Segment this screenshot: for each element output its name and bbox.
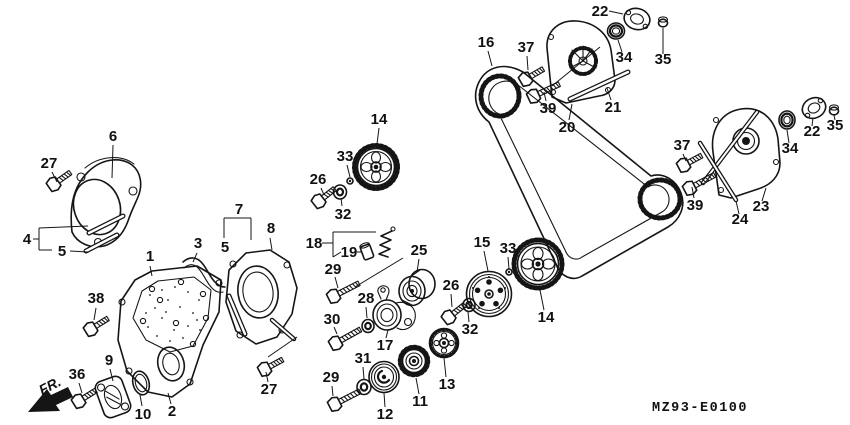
callout-33-right[interactable]: 33 — [500, 240, 517, 257]
callout-34-left[interactable]: 34 — [616, 49, 633, 66]
callout-6[interactable]: 6 — [109, 128, 117, 145]
callout-14-upper[interactable]: 14 — [371, 111, 388, 128]
callout-8[interactable]: 8 — [267, 220, 275, 237]
dowel-33-right — [505, 268, 513, 276]
gasket-22-left — [623, 7, 651, 31]
callout-27-left[interactable]: 27 — [41, 155, 58, 172]
cam-pulley-14-upper — [352, 143, 400, 191]
plate-9 — [94, 375, 132, 419]
callout-17[interactable]: 17 — [377, 337, 394, 354]
callout-34-right[interactable]: 34 — [782, 140, 799, 157]
fr-direction-arrow — [28, 387, 73, 412]
callout-23[interactable]: 23 — [753, 198, 770, 215]
tensioner-17 — [372, 285, 416, 331]
bolt-36 — [69, 383, 101, 411]
rod-24 — [697, 140, 739, 203]
callout-13[interactable]: 13 — [439, 376, 456, 393]
timing-belt-16 — [474, 65, 684, 280]
front-cover-6 — [70, 157, 142, 248]
gasket-3 — [182, 257, 226, 293]
cap-35-left — [657, 16, 669, 28]
callout-19[interactable]: 19 — [341, 244, 358, 261]
washer-31 — [356, 378, 372, 396]
cover-leg-strip — [700, 109, 760, 186]
callout-14-lower[interactable]: 14 — [538, 309, 555, 326]
callout-37-left[interactable]: 37 — [518, 39, 535, 56]
leader-lines — [33, 10, 836, 408]
callout-28[interactable]: 28 — [358, 290, 375, 307]
dowel-33-left — [346, 177, 354, 185]
seal-34-left — [606, 22, 626, 40]
callout-35-left[interactable]: 35 — [655, 51, 672, 68]
callout-2[interactable]: 2 — [168, 403, 176, 420]
callout-7[interactable]: 7 — [235, 201, 243, 218]
callout-20[interactable]: 20 — [559, 119, 576, 136]
cover-texture-dots — [145, 286, 201, 342]
callout-10[interactable]: 10 — [135, 406, 152, 423]
seal-strip-21 — [567, 69, 631, 102]
rear-cover-8 — [225, 249, 298, 345]
bolt-39-right — [680, 167, 719, 198]
callout-25[interactable]: 25 — [411, 242, 428, 259]
gasket-10 — [131, 370, 151, 396]
callout-22-left[interactable]: 22 — [592, 3, 609, 20]
callout-26-left[interactable]: 26 — [310, 171, 327, 188]
callout-24[interactable]: 24 — [732, 211, 749, 228]
callout-30[interactable]: 30 — [324, 311, 341, 328]
callout-37-right[interactable]: 37 — [674, 137, 691, 154]
callout-3[interactable]: 3 — [194, 235, 202, 252]
callout-26-right[interactable]: 26 — [443, 277, 460, 294]
callout-4[interactable]: 4 — [23, 231, 32, 248]
crank-pulley-15 — [465, 270, 513, 318]
callout-5-mid[interactable]: 5 — [221, 239, 229, 256]
gear-11 — [397, 344, 431, 378]
gasket-22-right — [801, 96, 827, 120]
pulley-12 — [368, 360, 400, 394]
callout-32-left[interactable]: 32 — [335, 206, 352, 223]
idler-pulley-25 — [398, 268, 436, 307]
tensioner-spring-18 — [378, 226, 396, 258]
bolt-27-lower — [255, 352, 287, 379]
callout-12[interactable]: 12 — [377, 406, 394, 423]
sprocket-13 — [428, 327, 460, 359]
rear-cover-23 — [711, 107, 781, 199]
callout-39-right[interactable]: 39 — [687, 197, 704, 214]
bolt-38 — [81, 311, 113, 339]
callout-29-upper[interactable]: 29 — [325, 261, 342, 278]
callout-39-left[interactable]: 39 — [540, 100, 557, 117]
callout-36[interactable]: 36 — [69, 366, 86, 383]
callout-29-lower[interactable]: 29 — [323, 369, 340, 386]
bolt-29-upper — [324, 276, 363, 306]
callout-11[interactable]: 11 — [412, 393, 428, 410]
callout-38[interactable]: 38 — [88, 290, 105, 307]
callout-15[interactable]: 15 — [474, 234, 491, 251]
seal-strips-4-5 — [83, 213, 126, 254]
callout-27-lower[interactable]: 27 — [261, 381, 278, 398]
callout-18[interactable]: 18 — [306, 235, 323, 252]
callout-32-right[interactable]: 32 — [462, 321, 479, 338]
callout-33-left[interactable]: 33 — [337, 148, 354, 165]
callout-9[interactable]: 9 — [105, 352, 113, 369]
callout-1[interactable]: 1 — [146, 248, 154, 265]
callout-16[interactable]: 16 — [478, 34, 495, 51]
callout-22-right[interactable]: 22 — [804, 123, 821, 140]
cam-pulley-14-lower — [511, 237, 565, 291]
callouts: 6 27 4 5 38 1 3 7 5 8 9 36 10 2 27 14 33… — [23, 3, 844, 423]
cap-35-right — [828, 104, 840, 116]
washer-28 — [361, 318, 375, 334]
callout-31[interactable]: 31 — [355, 350, 372, 367]
washer-32-right — [462, 297, 476, 313]
callout-35-right[interactable]: 35 — [827, 117, 844, 134]
seal-34-right — [778, 110, 796, 130]
seal-strip-5 — [226, 293, 248, 337]
upper-cover-20 — [546, 20, 616, 104]
bolt-37-left — [516, 62, 548, 89]
callout-5-left[interactable]: 5 — [58, 243, 66, 260]
diagram-code: MZ93-E0100 — [652, 401, 748, 416]
callout-21[interactable]: 21 — [605, 99, 622, 116]
collar-19 — [359, 242, 375, 261]
washer-32-left — [332, 184, 348, 200]
